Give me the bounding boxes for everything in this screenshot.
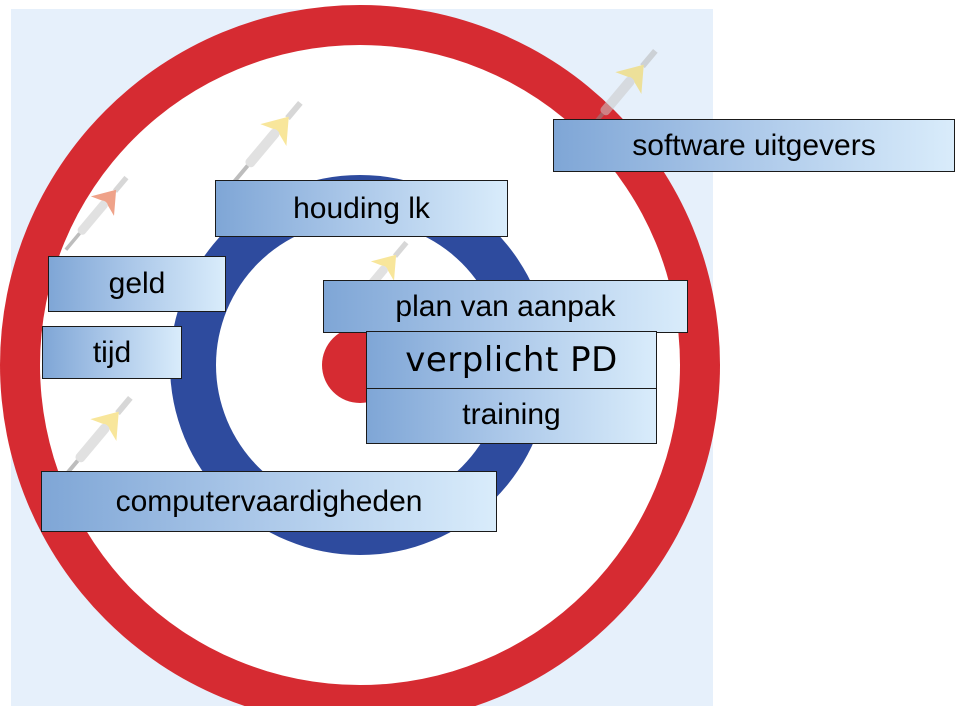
dart-icon (230, 100, 303, 186)
dart-icon (64, 175, 129, 251)
label-plan-van-aanpak: plan van aanpak (323, 280, 688, 333)
label-computervaardigheden: computervaardigheden (41, 471, 497, 532)
label-geld: geld (48, 256, 226, 312)
label-training: training (366, 385, 657, 444)
label-verplicht-pd: verplicht PD (366, 331, 657, 389)
label-software-uitgevers: software uitgevers (553, 119, 955, 172)
label-houding-lk: houding lk (215, 180, 508, 237)
label-tijd: tijd (42, 326, 182, 379)
